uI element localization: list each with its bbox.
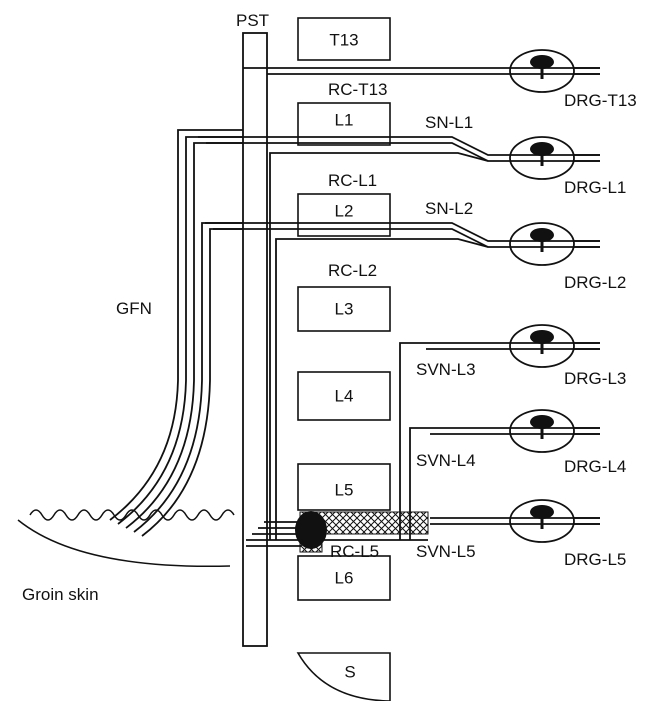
label-drg-l1: DRG-L1 [564, 178, 626, 197]
label-drg-l4: DRG-L4 [564, 457, 626, 476]
label-rc-t13: RC-T13 [328, 80, 388, 99]
drg-l1 [510, 137, 600, 179]
svg-text:T13: T13 [329, 31, 358, 50]
label-sn-l1: SN-L1 [425, 113, 473, 132]
drg-l5 [510, 500, 600, 542]
pst-label: PST [236, 11, 269, 30]
nerve-gfn [110, 130, 243, 536]
vertebra-l5: L5 [298, 464, 390, 510]
label-drg-t13: DRG-T13 [564, 91, 637, 110]
label-drg-l5: DRG-L5 [564, 550, 626, 569]
label-rc-l1: RC-L1 [328, 171, 377, 190]
vertebra-l6: L6 [298, 556, 390, 600]
pst-column [243, 33, 267, 646]
vertebra-l3: L3 [298, 287, 390, 331]
drg-t13 [510, 50, 600, 92]
svg-text:L6: L6 [335, 569, 354, 588]
vertebra-t13: T13 [298, 18, 390, 60]
label-svn-l3: SVN-L3 [416, 360, 476, 379]
vertebra-s: S [298, 653, 390, 701]
svg-text:L5: L5 [335, 481, 354, 500]
l5-ganglion [295, 511, 327, 552]
label-rc-l5: RC-L5 [330, 542, 379, 561]
gfn-label: GFN [116, 299, 152, 318]
vertebra-l1: L1 [298, 103, 390, 145]
label-sn-l2: SN-L2 [425, 199, 473, 218]
svg-text:L2: L2 [335, 202, 354, 221]
label-rc-l2: RC-L2 [328, 261, 377, 280]
svg-text:L1: L1 [335, 111, 354, 130]
svg-text:L4: L4 [335, 387, 354, 406]
svg-text:S: S [344, 663, 355, 682]
l5-convergence [246, 512, 428, 546]
label-drg-l3: DRG-L3 [564, 369, 626, 388]
drg-l2 [510, 223, 600, 265]
drg-l4 [510, 410, 600, 452]
label-svn-l4: SVN-L4 [416, 451, 476, 470]
label-svn-l5: SVN-L5 [416, 542, 476, 561]
label-drg-l2: DRG-L2 [564, 273, 626, 292]
svg-text:L3: L3 [335, 300, 354, 319]
groin-skin-label: Groin skin [22, 585, 99, 604]
vertebra-l4: L4 [298, 372, 390, 420]
drg-l3 [510, 325, 600, 367]
